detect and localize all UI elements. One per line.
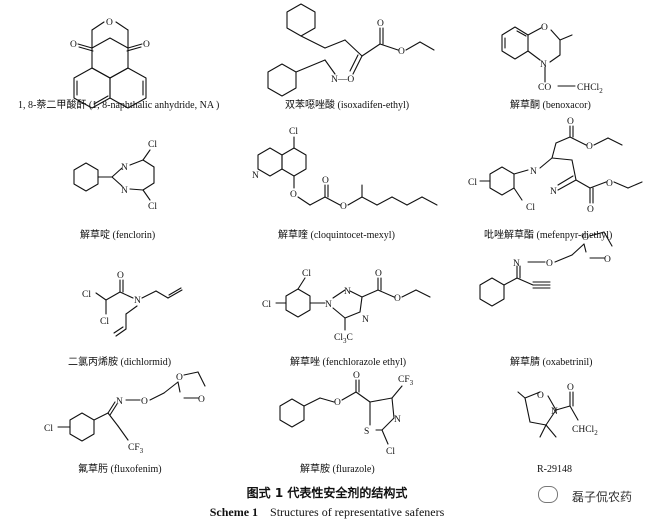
atom-ester-o: O <box>398 47 405 57</box>
atom-ccl3: Cl3C <box>334 333 353 345</box>
atom-n: N <box>540 60 547 70</box>
structure-isoxadifen-ethyl: N—O O O <box>267 3 435 97</box>
atom-o: O <box>546 259 553 269</box>
atom-n: N <box>252 171 259 181</box>
structure-cloquintocet-mexyl: Cl N O O O <box>252 127 438 212</box>
atom-cl: Cl <box>44 424 53 434</box>
atom-n1: N <box>325 300 332 310</box>
atom-cl: Cl <box>386 447 395 457</box>
caption-cloquintocet-mexyl: 解草喹 (cloquintocet-mexyl) <box>278 228 395 241</box>
atom-cl-2: Cl <box>100 317 109 327</box>
caption-oxabetrinil: 解草腈 (oxabetrinil) <box>510 355 592 368</box>
atom-o-ring: O <box>537 391 544 401</box>
atom-cl-para: Cl <box>468 178 477 188</box>
atom-n: N <box>513 259 520 269</box>
structure-benoxacor: O N CO CHCl2 <box>501 23 603 95</box>
atom-o-dioxolane-bottom: O <box>198 395 205 405</box>
figure-caption: Structures of representative safeners <box>270 505 445 519</box>
atom-isoxazoline-o-n: N—O <box>331 75 354 85</box>
atom-n: N <box>116 397 123 407</box>
atom-o-top-carbonyl: O <box>567 117 574 127</box>
atom-o-ether: O <box>290 190 297 200</box>
atom-o-carbonyl: O <box>353 371 360 381</box>
atom-o-ester: O <box>394 294 401 304</box>
atom-o-dioxolane-top: O <box>582 233 589 243</box>
atom-n4: N <box>362 315 369 325</box>
atom-o-top-ester: O <box>586 142 593 152</box>
structure-r29148: O N O CHCl2 <box>517 383 598 438</box>
atom-cf3: CF3 <box>128 443 144 455</box>
atom-cl-para: Cl <box>262 300 271 310</box>
atom-n1: N <box>530 167 537 177</box>
atom-o-left: O <box>70 40 77 50</box>
figure-title-english: Scheme 1 Structures of representative sa… <box>0 505 654 520</box>
atom-carbonyl-o: O <box>377 19 384 29</box>
atom-o-dioxolane-top: O <box>176 373 183 383</box>
caption-mefenpyr-diethyl: 吡唑解草酯 (mefenpyr-diethyl) <box>484 228 612 241</box>
caption-r29148: R-29148 <box>537 464 572 475</box>
atom-cl: Cl <box>289 127 298 137</box>
atom-cl-ortho: Cl <box>526 203 535 213</box>
figure-label: Scheme 1 <box>209 505 259 519</box>
structure-fenclorin: N N Cl Cl <box>73 140 157 212</box>
atom-o-carbonyl: O <box>567 383 574 393</box>
structure-naphthalic-anhydride: O O O <box>70 18 150 109</box>
atom-n: N <box>394 415 401 425</box>
caption-fenchlorazole-ethyl: 解草唑 (fenchlorazole ethyl) <box>290 355 406 368</box>
structure-dichlormid: Cl Cl O N <box>82 271 183 337</box>
atom-n-top: N <box>121 163 128 173</box>
structure-fluxofenim: Cl N O O O CF3 <box>44 371 206 455</box>
watermark: 磊子侃农药 <box>571 490 632 504</box>
atom-cl-1: Cl <box>82 290 91 300</box>
atom-o: O <box>141 397 148 407</box>
atom-n: N <box>134 296 141 306</box>
atom-o-bottom-carbonyl: O <box>587 205 594 215</box>
caption-fenclorin: 解草啶 (fenclorin) <box>80 228 155 241</box>
structure-flurazole: O O S N Cl CF3 <box>279 371 414 457</box>
caption-naphthalic-anhydride: 1, 8-萘二甲酸酐 (1, 8-naphthalic anhydride, N… <box>18 98 219 111</box>
atom-o-right: O <box>143 40 150 50</box>
atom-cl-bottom: Cl <box>148 202 157 212</box>
caption-benoxacor: 解草酮 (benoxacor) <box>510 98 591 111</box>
structure-oxabetrinil: N O O O <box>479 231 613 307</box>
structure-mefenpyr-diethyl: Cl Cl N N O O O O <box>468 117 643 215</box>
atom-chcl2: CHCl2 <box>572 425 598 437</box>
atom-o-carbonyl: O <box>375 269 382 279</box>
atom-n: N <box>551 407 558 417</box>
atom-o-ester: O <box>334 398 341 408</box>
caption-dichlormid: 二氯丙烯胺 (dichlormid) <box>68 355 171 368</box>
atom-o-ring: O <box>106 18 113 28</box>
atom-co: CO <box>538 83 551 93</box>
atom-chcl2: CHCl2 <box>577 83 603 95</box>
atom-o: O <box>117 271 124 281</box>
atom-o-carbonyl: O <box>322 176 329 186</box>
figure-title-chinese: 图式 1 代表性安全剂的结构式 <box>246 486 408 500</box>
atom-cl-ortho: Cl <box>302 269 311 279</box>
atom-o-ester: O <box>340 202 347 212</box>
atom-s: S <box>364 427 369 437</box>
caption-flurazole: 解草胺 (flurazole) <box>300 462 375 475</box>
wechat-icon <box>538 486 558 503</box>
atom-n-bottom: N <box>121 186 128 196</box>
atom-cf3: CF3 <box>398 375 414 387</box>
caption-fluxofenim: 氟草肟 (fluxofenim) <box>78 462 162 475</box>
atom-n2: N <box>550 187 557 197</box>
atom-o-dioxolane-bottom: O <box>604 255 611 265</box>
structure-fenchlorazole-ethyl: Cl Cl N N N O O Cl3C <box>262 269 431 345</box>
atom-n2: N <box>344 287 351 297</box>
atom-cl-top: Cl <box>148 140 157 150</box>
caption-isoxadifen-ethyl: 双苯噁唑酸 (isoxadifen-ethyl) <box>285 98 409 111</box>
atom-o-bottom-ester: O <box>606 179 613 189</box>
atom-o: O <box>541 23 548 33</box>
